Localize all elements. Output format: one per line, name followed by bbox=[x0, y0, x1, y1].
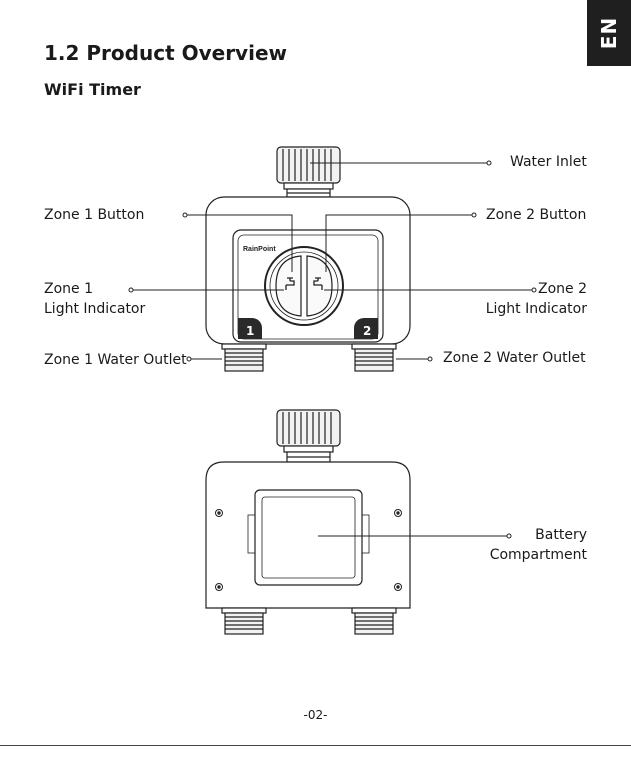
front-view bbox=[206, 147, 410, 371]
label-zone-1-light-line2: Light Indicator bbox=[44, 299, 145, 319]
zone-2-outlet-connector bbox=[352, 344, 396, 371]
label-zone-2-button: Zone 2 Button bbox=[486, 205, 586, 225]
zone-1-outlet-connector bbox=[222, 344, 266, 371]
zone-1-badge-label: 1 bbox=[246, 324, 254, 338]
water-inlet-connector bbox=[277, 147, 340, 197]
label-battery-compartment: Battery Compartment bbox=[490, 525, 587, 565]
label-zone-1-button: Zone 1 Button bbox=[44, 205, 144, 225]
label-water-inlet: Water Inlet bbox=[510, 152, 587, 172]
zone-2-badge-label: 2 bbox=[363, 324, 371, 338]
label-zone-2-light-line2: Light Indicator bbox=[486, 299, 587, 319]
label-zone-2-light-line1: Zone 2 bbox=[486, 279, 587, 299]
label-zone-2-light: Zone 2 Light Indicator bbox=[486, 279, 587, 319]
back-view bbox=[206, 410, 410, 634]
footer-divider bbox=[0, 745, 631, 746]
label-zone-2-outlet: Zone 2 Water Outlet bbox=[443, 348, 586, 368]
page-number: -02- bbox=[0, 708, 631, 722]
label-battery-line2: Compartment bbox=[490, 545, 587, 565]
label-zone-1-light-line1: Zone 1 bbox=[44, 279, 145, 299]
label-zone-1-light: Zone 1 Light Indicator bbox=[44, 279, 145, 319]
label-battery-line1: Battery bbox=[490, 525, 587, 545]
zone-2-outlet-connector-back bbox=[352, 608, 396, 634]
label-zone-1-outlet: Zone 1 Water Outlet bbox=[44, 350, 187, 370]
water-inlet-connector-back bbox=[277, 410, 340, 462]
timer-body-back bbox=[206, 462, 410, 608]
brand-logo: RainPoint bbox=[243, 246, 276, 253]
zone-1-outlet-connector-back bbox=[222, 608, 266, 634]
